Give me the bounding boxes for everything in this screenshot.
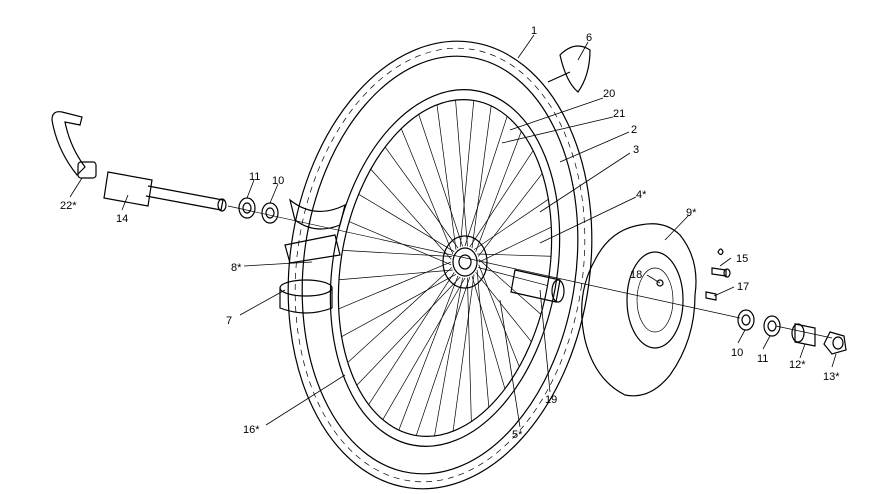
callout-12: 12*: [789, 359, 806, 371]
spoke: [455, 99, 468, 247]
callout-19: 19: [545, 394, 557, 406]
left-bearings: [238, 197, 279, 224]
spoke: [400, 128, 454, 255]
callout-7: 7: [226, 315, 232, 327]
callout-14: 14: [116, 213, 128, 225]
hub: [442, 235, 488, 289]
axle-clamp-22: [51, 111, 97, 179]
spoke: [398, 275, 459, 431]
callout-4: 4*: [636, 189, 647, 201]
callout-21: 21: [613, 108, 625, 120]
spoke: [370, 168, 452, 260]
axle-14: [103, 171, 227, 212]
spoke: [356, 276, 461, 386]
spoke: [467, 277, 472, 422]
spoke: [358, 193, 455, 253]
callout-20: 20: [603, 88, 615, 100]
spoke: [342, 250, 452, 257]
spoke: [476, 269, 490, 408]
spacer-19: [510, 269, 565, 303]
callout-8: 8*: [231, 262, 242, 274]
spoke: [469, 150, 534, 248]
spoke: [464, 116, 508, 247]
spoke: [418, 113, 463, 247]
spoke: [339, 269, 453, 281]
callout-labels: 1 2 3 4* 5* 6 7 8* 9* 10 10 11 11 12* 13…: [60, 25, 840, 441]
callout-15: 15: [736, 253, 748, 265]
rim: [329, 89, 561, 447]
spoke: [452, 274, 475, 432]
spoke: [471, 275, 506, 390]
right-bearings: [737, 309, 847, 355]
spoke: [341, 273, 457, 337]
spoke: [459, 100, 475, 248]
spoke: [478, 258, 542, 315]
callout-10-right: 10: [731, 347, 743, 359]
spoke: [478, 267, 548, 286]
callout-6: 6: [586, 32, 592, 44]
spoke: [471, 106, 492, 249]
callout-18: 18: [630, 269, 642, 281]
callout-16: 16*: [243, 424, 260, 436]
callout-10-left: 10: [272, 175, 284, 187]
spoke: [475, 272, 532, 343]
callout-2: 2: [631, 124, 637, 136]
callout-3: 3: [633, 144, 639, 156]
spoke: [473, 199, 549, 251]
spoke: [477, 173, 543, 257]
spoke: [478, 264, 520, 368]
spoke: [348, 221, 452, 266]
callout-17: 17: [737, 281, 749, 293]
spoke: [338, 261, 452, 310]
spoke: [384, 146, 459, 249]
spoke: [415, 276, 471, 436]
leader-lines: [69, 34, 837, 428]
spoke: [436, 104, 457, 250]
callout-11-right: 11: [757, 353, 768, 365]
spokes: [338, 99, 552, 437]
spoke: [347, 267, 453, 363]
tyre: [287, 40, 593, 490]
valve-6: [547, 45, 591, 93]
disc-hardware: [656, 248, 731, 301]
spoke: [368, 272, 455, 405]
callout-22: 22*: [60, 200, 77, 212]
callout-1: 1: [531, 25, 537, 37]
spoke: [477, 253, 551, 257]
rim-band-parts: [279, 198, 346, 314]
callout-11-left: 11: [249, 171, 260, 183]
spoke: [434, 277, 463, 437]
spoke: [382, 277, 466, 420]
brake-disc-9: [581, 223, 697, 397]
spoke: [475, 131, 522, 252]
callout-9: 9*: [686, 207, 697, 219]
axle-centerline: [227, 205, 833, 339]
spoke: [478, 226, 552, 263]
callout-13: 13*: [823, 371, 840, 383]
callout-5: 5*: [512, 429, 523, 441]
